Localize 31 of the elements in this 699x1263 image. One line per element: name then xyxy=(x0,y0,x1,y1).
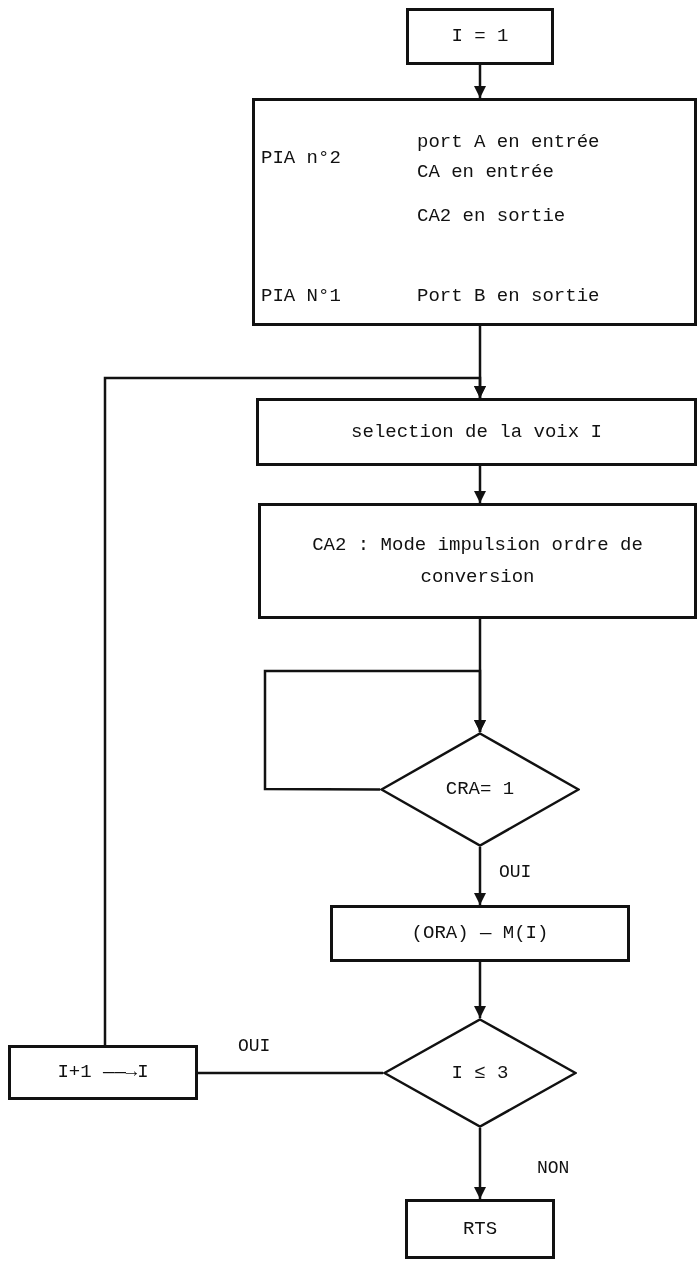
arrow xyxy=(263,669,487,791)
decision-diamond xyxy=(380,732,580,847)
process-box xyxy=(405,1199,555,1259)
node-text: (ORA) — M(I) xyxy=(410,921,550,947)
node-text: RTS xyxy=(461,1216,499,1242)
node-text: PIA n°2 xyxy=(261,147,341,169)
process-box xyxy=(258,503,697,619)
process-box xyxy=(8,1045,198,1100)
connector-line xyxy=(198,1071,383,1075)
arrow xyxy=(473,962,487,1018)
arrow xyxy=(473,847,487,905)
process-box xyxy=(252,98,697,326)
decision-diamond xyxy=(383,1018,577,1128)
node-text: I = 1 xyxy=(450,24,510,50)
arrow xyxy=(103,376,487,1045)
node-text: CRA= 1 xyxy=(444,777,516,803)
node-text: CA2 : Mode impulsion ordre de conversion xyxy=(311,532,644,590)
process-box xyxy=(406,8,554,65)
node-text: selection de la voix I xyxy=(350,419,603,445)
node-text: PIA N°1 xyxy=(261,285,341,307)
node-text: CA en entrée xyxy=(417,161,554,183)
arrow xyxy=(473,65,487,98)
node-text: I ≤ 3 xyxy=(450,1060,510,1086)
node-text: I+1 ——→I xyxy=(56,1060,150,1086)
process-box xyxy=(330,905,630,962)
process-box xyxy=(256,398,697,466)
node-text: Port B en sortie xyxy=(417,285,600,307)
arrow xyxy=(473,466,487,503)
arrow xyxy=(473,1128,487,1199)
node-text: port A en entrée xyxy=(417,131,600,153)
node-text: CA2 en sortie xyxy=(417,205,566,227)
